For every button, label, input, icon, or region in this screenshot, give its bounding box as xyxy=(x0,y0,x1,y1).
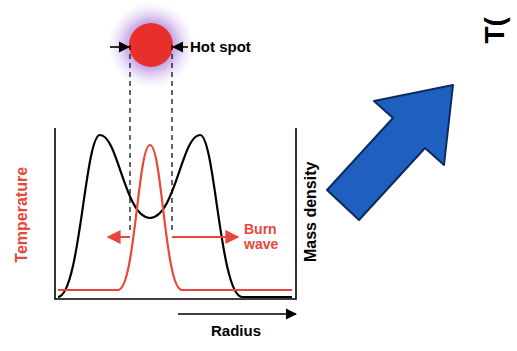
hot-spot-glow xyxy=(107,1,195,89)
burn-wave-label: Burn wave xyxy=(244,222,290,253)
axis-label: Temperature xyxy=(13,167,31,263)
axis-label: Mass density xyxy=(302,162,320,262)
burn-wave-arrow xyxy=(172,236,238,238)
block-arrow xyxy=(327,85,453,220)
density-curve xyxy=(58,135,292,297)
axis-label: Radius xyxy=(211,323,261,340)
plot-axes xyxy=(55,128,296,299)
hot-spot-core xyxy=(129,23,173,67)
hot-spot-arrow xyxy=(110,46,129,48)
hot-spot-arrow xyxy=(173,46,188,48)
temperature-curve xyxy=(58,145,292,290)
burn-wave-arrow xyxy=(108,236,130,238)
radius-arrow xyxy=(178,313,296,315)
guide-line xyxy=(129,45,130,232)
guide-line xyxy=(171,45,172,232)
axis-label: T( xyxy=(480,17,511,43)
hot-spot-label: Hot spot xyxy=(190,39,251,56)
